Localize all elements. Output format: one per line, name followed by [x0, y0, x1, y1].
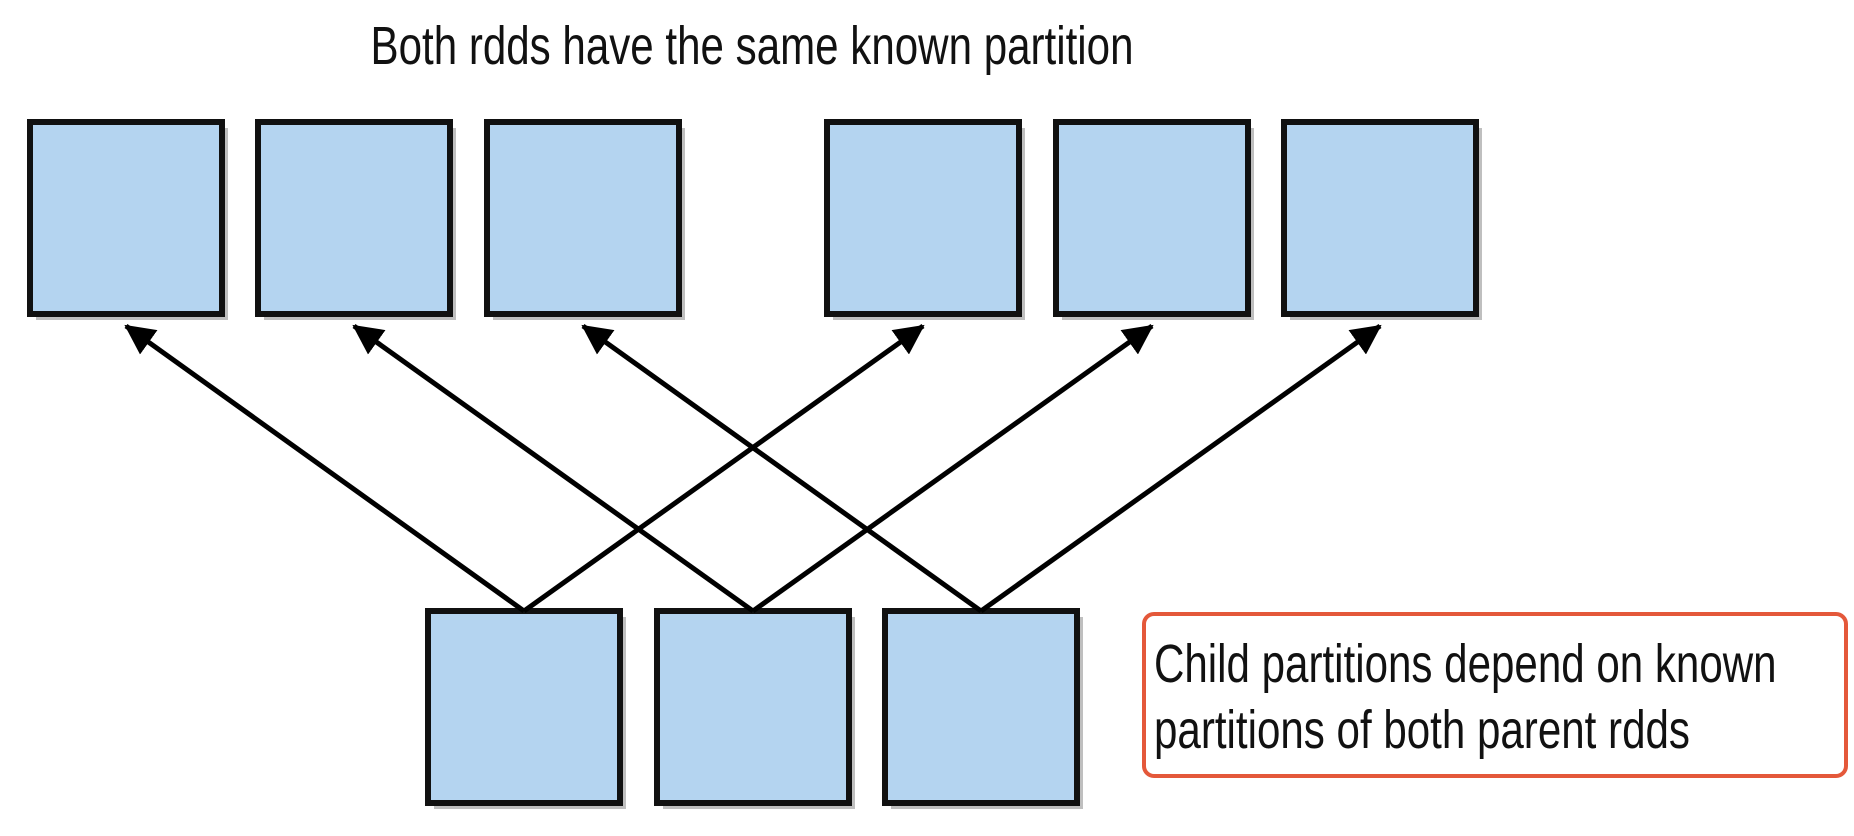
child-partition-2	[654, 608, 852, 806]
callout-line-1: Child partitions depend on known	[1154, 634, 1777, 694]
parent-2-partition-2	[1053, 119, 1251, 317]
arrow-child-2-to-parent-2-2	[751, 323, 1154, 614]
arrow-child-3-to-parent-2-3	[979, 323, 1382, 614]
dependency-arrows	[124, 323, 1382, 614]
arrow-child-2-to-parent-1-2	[352, 323, 755, 614]
diagram-title: Both rdds have the same known partition	[371, 16, 1134, 76]
child-partition-1	[425, 608, 623, 806]
callout-line-2: partitions of both parent rdds	[1154, 700, 1690, 760]
callout-box	[1142, 612, 1848, 778]
child-rdd	[425, 608, 1083, 809]
callout: Child partitions depend on known partiti…	[1142, 612, 1848, 778]
parent-1-partition-3	[484, 119, 682, 317]
parent-1-partition-2	[255, 119, 453, 317]
parent-2-partition-1	[824, 119, 1022, 317]
arrow-child-3-to-parent-1-3	[581, 323, 983, 614]
child-partition-3	[882, 608, 1080, 806]
parent-1-partition-1	[27, 119, 225, 317]
parent-2-partition-3	[1281, 119, 1479, 317]
parent-rdd-2	[824, 119, 1482, 320]
arrow-child-1-to-parent-2-1	[522, 323, 925, 614]
arrow-child-1-to-parent-1-1	[124, 323, 526, 614]
parent-rdd-1	[27, 119, 685, 320]
